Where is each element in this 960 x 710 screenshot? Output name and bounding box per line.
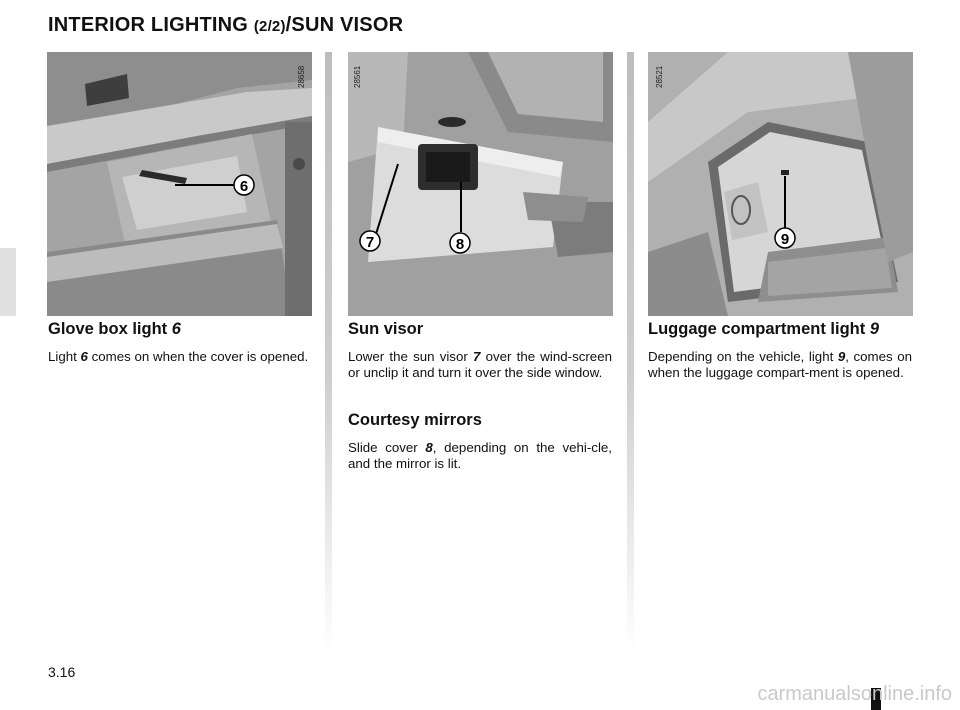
glove-box-photo: 6 <box>47 52 312 316</box>
figure-ref-3: 28521 <box>655 65 664 88</box>
luggage-heading: Luggage compartment light 9 <box>648 320 880 338</box>
chapter-tab <box>0 248 16 316</box>
corner-mark <box>871 688 881 710</box>
page-title: INTERIOR LIGHTING (2/2)/SUN VISOR <box>48 14 404 36</box>
callout-9: 9 <box>781 231 789 248</box>
glove-box-section: Glove box light 6 Light 6 comes on when … <box>48 320 312 365</box>
glove-box-heading: Glove box light 6 <box>48 320 181 338</box>
figure-ref-1: 28658 <box>297 65 306 88</box>
callout-6: 6 <box>240 178 248 195</box>
luggage-text: Depending on the vehicle, light 9, comes… <box>648 349 913 380</box>
figure-ref-2: 28561 <box>353 65 362 88</box>
sun-visor-photo: 7 8 <box>348 52 613 316</box>
column-divider-left <box>325 52 332 652</box>
callout-7: 7 <box>366 234 374 251</box>
watermark: carmanualsonline.info <box>757 683 952 705</box>
page-number: 3.16 <box>48 664 76 680</box>
sun-visor-heading: Sun visor <box>348 320 424 338</box>
luggage-photo: 9 <box>648 52 913 316</box>
column-divider-right <box>627 52 634 652</box>
glove-box-text: Light 6 comes on when the cover is opene… <box>48 349 309 364</box>
courtesy-mirrors-text: Slide cover 8, depending on the vehi-cle… <box>348 440 612 471</box>
sun-visor-text: Lower the sun visor 7 over the wind-scre… <box>348 349 612 380</box>
callout-8: 8 <box>456 236 464 253</box>
luggage-section: Luggage compartment light 9 Depending on… <box>648 320 912 381</box>
sun-visor-section: Sun visor Lower the sun visor 7 over the… <box>348 320 612 472</box>
courtesy-mirrors-heading: Courtesy mirrors <box>348 411 482 429</box>
